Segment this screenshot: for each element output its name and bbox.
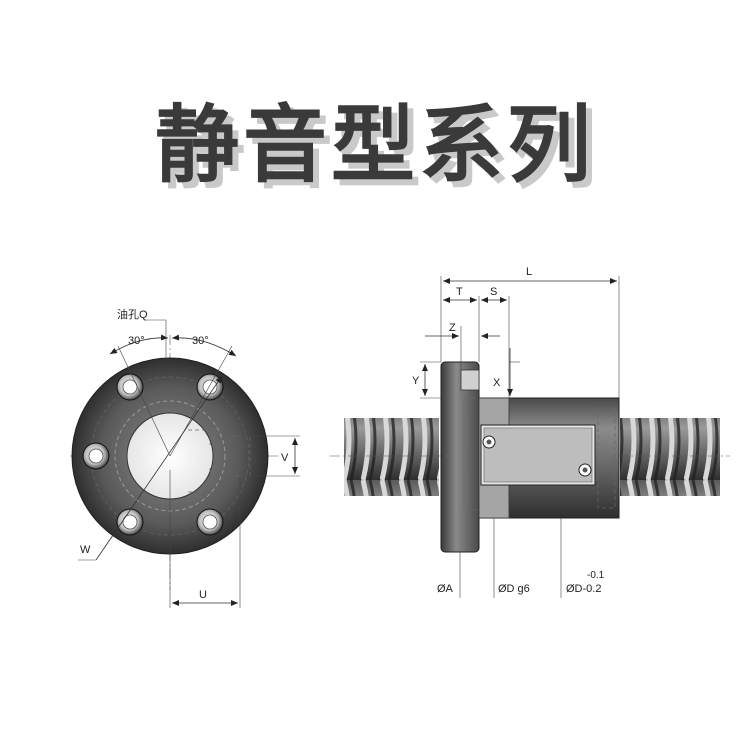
return-tube	[483, 427, 593, 483]
dim-z-label: Z	[449, 322, 456, 334]
mounting-hole-inner	[88, 448, 104, 464]
dim-x-label: X	[493, 377, 501, 389]
oil-hole-label: 油孔Q	[117, 307, 148, 321]
angle-left-label: 30°	[128, 335, 145, 347]
dim-w-label: W	[80, 544, 91, 556]
dim-y-label: Y	[412, 375, 420, 387]
dim-v-label: V	[281, 452, 289, 464]
screw-thread-left	[344, 418, 439, 496]
page-title: 静音型系列	[154, 96, 595, 194]
dim-t-label: T	[456, 286, 463, 298]
dim-dg6-label: ØD g6	[498, 583, 530, 595]
dim-u-label: U	[199, 589, 207, 601]
internal-thread-hidden	[188, 429, 223, 493]
mounting-hole-inner	[122, 514, 138, 530]
dim-s-label: S	[490, 286, 497, 298]
angle-arc-left	[109, 334, 169, 355]
tube-screw-center	[582, 467, 588, 473]
dim-d-tol-upper-label: -0.1	[587, 570, 605, 581]
dim-d-tol-base-label: ØD-0.2	[566, 583, 601, 595]
wiper-hidden	[597, 407, 616, 509]
title-block: 静音型系列 静音型系列	[0, 90, 750, 210]
angle-ray-left	[117, 345, 171, 457]
tube-screw-center	[486, 439, 492, 445]
mounting-hole-inner	[122, 379, 138, 395]
screw-thread-right	[620, 418, 720, 496]
angle-arc-right	[171, 334, 237, 357]
side-view: L T S Z Y X ØA ØD g6 ØD-0.2 -0.1	[330, 266, 730, 598]
dim-w-leader	[95, 375, 223, 561]
title-shadow: 静音型系列	[160, 102, 601, 200]
dim-l-label: L	[526, 266, 532, 278]
angle-ray-right	[169, 345, 233, 457]
nut-flange	[440, 361, 480, 553]
mounting-hole-inner	[202, 514, 218, 530]
dim-a-label: ØA	[437, 583, 454, 595]
front-view: 30° 30° 油孔Q V U W	[70, 307, 300, 608]
flange-pocket	[460, 369, 480, 391]
angle-right-label: 30°	[192, 335, 209, 347]
